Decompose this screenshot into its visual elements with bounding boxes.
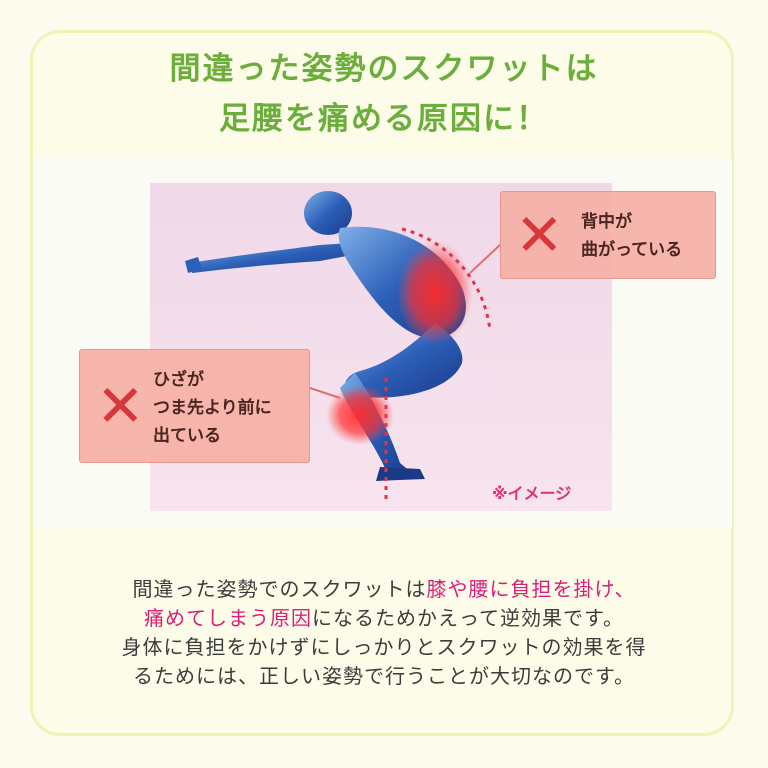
squat-illustration: [150, 183, 612, 511]
description-text: 間違った姿勢でのスクワットは膝や腰に負担を掛け、 痛めてしまう原因になるためかえ…: [0, 575, 768, 691]
callout-knee-forward: ✕ ひざが つま先より前に 出ている: [79, 349, 310, 463]
title-line-2: 足腰を痛める原因に！: [219, 101, 549, 137]
description-line-4: るためには、正しい姿勢で行うことが大切なのです。: [133, 664, 635, 688]
description-line-1: 間違った姿勢でのスクワットは膝や腰に負担を掛け、: [0, 575, 768, 604]
callout-knee-line-3: 出ている: [153, 426, 221, 446]
callout-knee-line-1: ひざが: [153, 370, 204, 390]
description-line-2-emphasis: 痛めてしまう原因: [144, 606, 312, 630]
callout-back-line-2: 曲がっている: [581, 240, 683, 260]
squat-figure-graphic: [185, 191, 503, 501]
page-title: 間違った姿勢のスクワットは 足腰を痛める原因に！: [0, 44, 768, 144]
cross-icon: ✕: [515, 201, 564, 269]
description-line-2: 痛めてしまう原因になるためかえって逆効果です。: [0, 604, 768, 633]
description-line-3: 身体に負担をかけずにしっかりとスクワットの効果を得: [121, 635, 647, 659]
description-line-1-emphasis: 膝や腰に負担を掛け、: [426, 577, 636, 601]
cross-icon: ✕: [96, 372, 145, 440]
description-line-2-plain: になるためかえって逆効果です。: [312, 606, 624, 630]
description-line-1-plain: 間違った姿勢でのスクワットは: [132, 577, 427, 601]
callout-back-curved: ✕ 背中が 曲がっている: [500, 191, 716, 279]
callout-knee-line-2: つま先より前に: [153, 398, 272, 418]
title-line-1: 間違った姿勢のスクワットは: [169, 51, 599, 87]
callout-back-line-1: 背中が: [581, 212, 632, 232]
image-note: ※イメージ: [492, 484, 572, 503]
